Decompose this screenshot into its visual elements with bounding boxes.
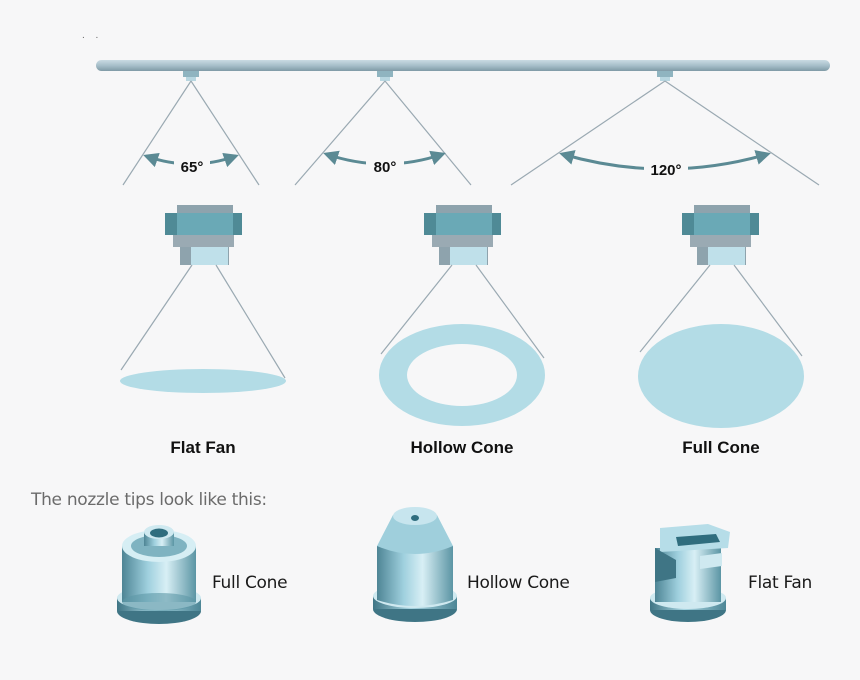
- tip-label-hollow-cone: Hollow Cone: [467, 573, 570, 593]
- caption-hollow-cone: Hollow Cone: [410, 438, 514, 457]
- nozzle-body-full-cone: [682, 205, 759, 265]
- tip-label-flat-fan: Flat Fan: [748, 573, 812, 593]
- spray-angle-80: [294, 80, 472, 186]
- tip-label-full-cone: Full Cone: [212, 573, 288, 593]
- tip-full-cone-icon: [117, 525, 201, 624]
- tip-hollow-cone-icon: [373, 507, 457, 622]
- tip-flat-fan-icon: [650, 524, 730, 622]
- spray-angle-65: [122, 80, 260, 186]
- nozzle-body-hollow-cone: [424, 205, 501, 265]
- angle-label-80: 80°: [374, 159, 397, 176]
- spray-lines-hollow-cone: [380, 264, 545, 359]
- pattern-flat-fan: [120, 369, 286, 393]
- tips-heading: The nozzle tips look like this:: [31, 490, 267, 510]
- spray-lines-flat-fan: [120, 264, 286, 379]
- nozzle-body-flat-fan: [165, 205, 242, 265]
- pattern-hollow-cone: [378, 323, 546, 427]
- pipe-nozzle-2: [377, 71, 393, 81]
- spray-angle-120: [510, 80, 820, 186]
- pipe-nozzle-1: [183, 71, 199, 81]
- boom-pipe: [96, 60, 830, 71]
- pipe-nozzle-3: [657, 71, 673, 81]
- spray-lines-full-cone: [639, 264, 803, 357]
- caption-full-cone: Full Cone: [682, 438, 760, 457]
- angle-label-120: 120°: [650, 162, 681, 179]
- angle-label-65: 65°: [181, 159, 204, 176]
- top-marks: . .: [82, 30, 103, 41]
- caption-flat-fan: Flat Fan: [170, 438, 236, 457]
- pattern-full-cone: [638, 324, 804, 428]
